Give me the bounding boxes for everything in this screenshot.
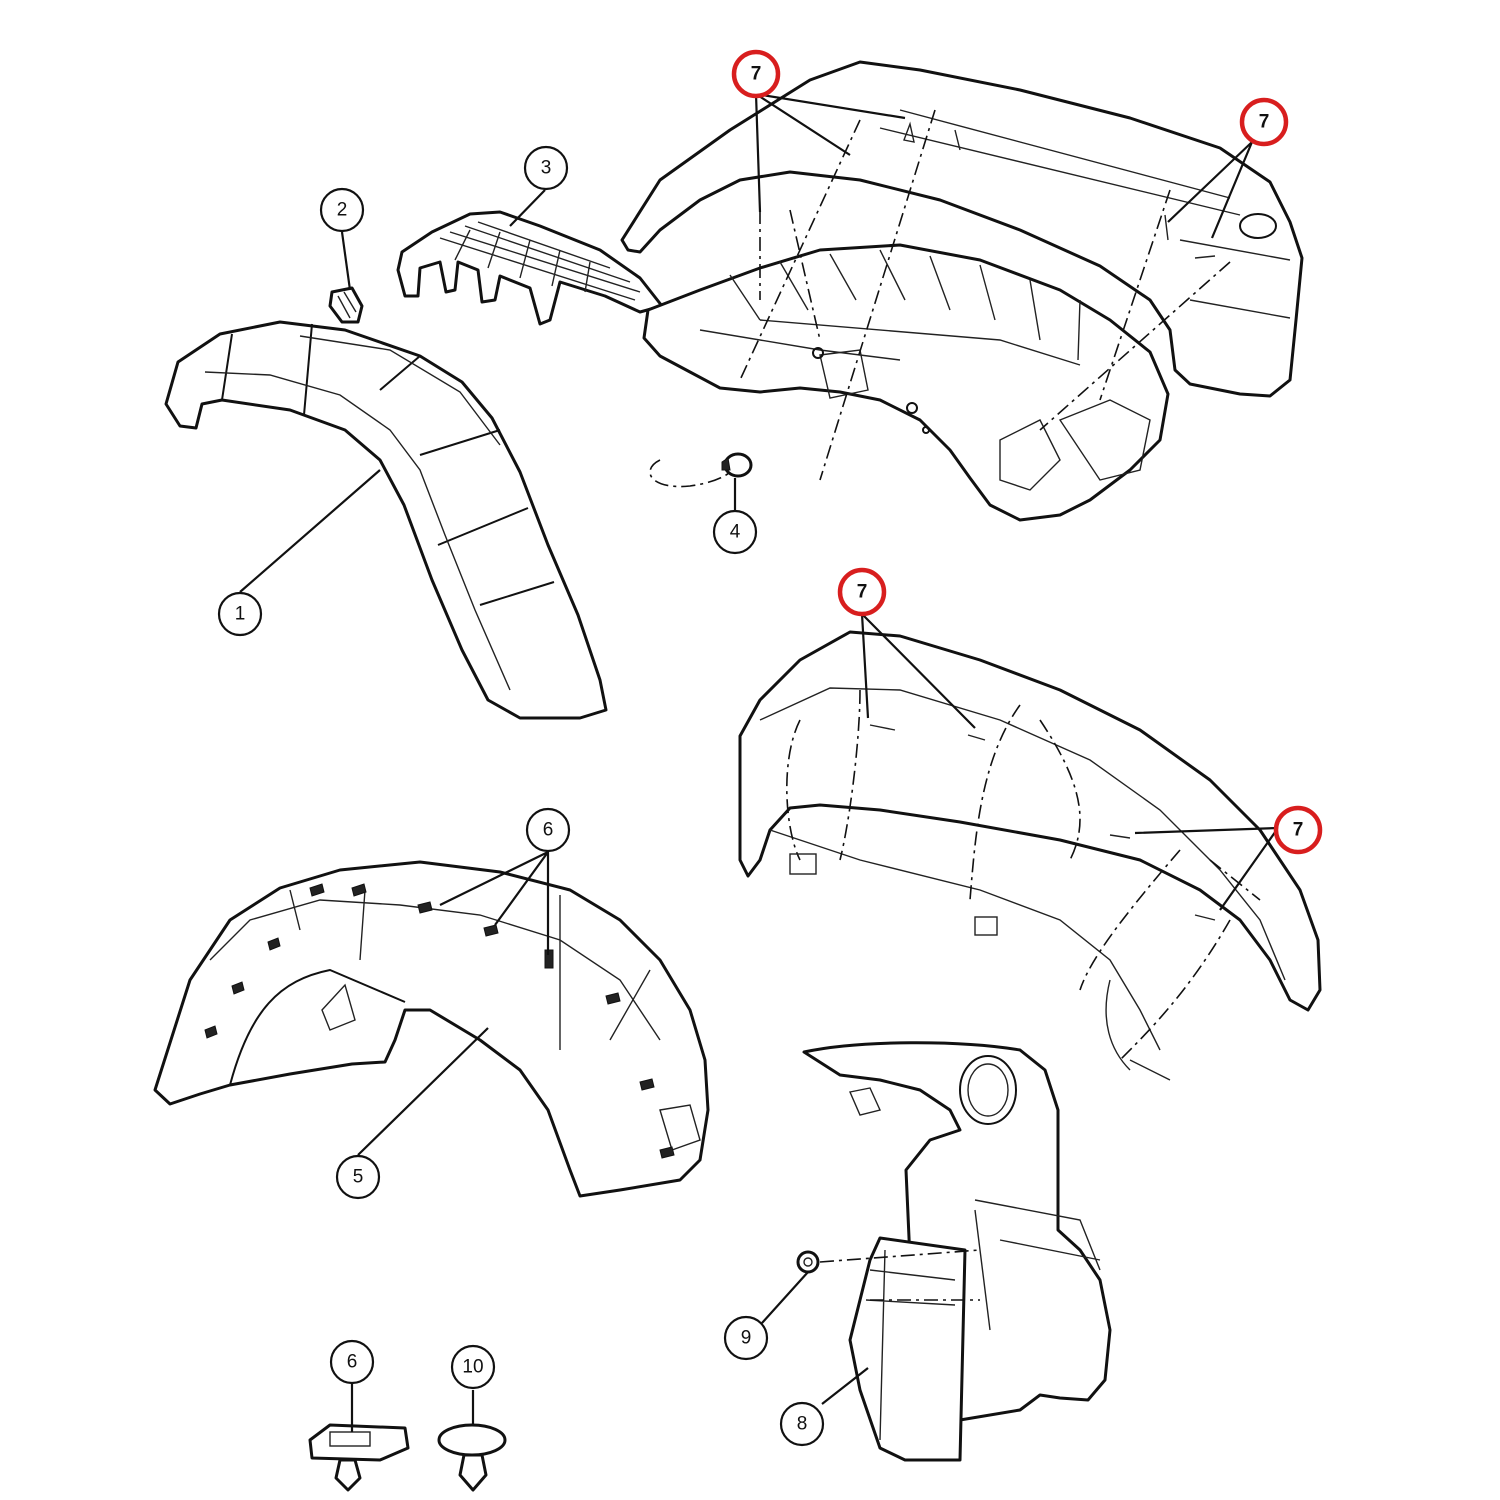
part-3-bumper-support-bracket [396, 210, 664, 326]
callout-7-top-right: 7 [1239, 97, 1289, 147]
callout-1: 1 [217, 591, 263, 637]
callout-9: 9 [723, 1315, 769, 1361]
part-6-clip-detail [308, 1423, 410, 1492]
callout-7-middle-right: 7 [1273, 805, 1323, 855]
callout-7-middle-left: 7 [837, 567, 887, 617]
callout-4-circle [712, 509, 758, 555]
callout-10: 10 [450, 1344, 496, 1390]
callout-3-circle [523, 145, 569, 191]
callout-7-highlight-circle [1273, 805, 1323, 855]
callout-8-label: 8 [797, 1414, 808, 1435]
callout-2-label: 2 [337, 200, 348, 221]
callout-1-label: 1 [235, 604, 246, 625]
callout-10-label: 10 [462, 1357, 483, 1378]
callout-7-label: 7 [857, 582, 868, 603]
callout-5-circle [335, 1154, 381, 1200]
part-9-nut [796, 1250, 820, 1274]
callout-4: 4 [712, 509, 758, 555]
callout-6-circle [525, 807, 571, 853]
part-4-plug [721, 452, 753, 478]
callout-8-circle [779, 1401, 825, 1447]
callout-2: 2 [319, 187, 365, 233]
part-5-rear-fender-flare [153, 860, 710, 1198]
callout-7-highlight-circle [837, 567, 887, 617]
rear-bumper-assembly [738, 630, 1322, 1081]
bumper-end-closeup [796, 1041, 1112, 1462]
callout-7-highlight-circle [1239, 97, 1289, 147]
part-10-push-pin [437, 1423, 507, 1492]
callout-10-circle [450, 1344, 496, 1390]
callout-5: 5 [335, 1154, 381, 1200]
front-bumper-assembly [620, 60, 1304, 522]
fastener-stud [903, 121, 1216, 259]
part-2-retainer-clip [328, 286, 364, 324]
callout-7-label: 7 [751, 64, 762, 85]
callout-6-clip-label: 6 [347, 1352, 358, 1373]
callout-7-highlight-circle [731, 49, 781, 99]
callout-6-clip-circle [329, 1339, 375, 1385]
callout-6-clip: 6 [329, 1339, 375, 1385]
callout-1-circle [217, 591, 263, 637]
callout-7-label: 7 [1259, 112, 1270, 133]
callout-6-label: 6 [543, 820, 554, 841]
callout-3-label: 3 [541, 158, 552, 179]
callout-7-top-left: 7 [731, 49, 781, 99]
callout-9-label: 9 [741, 1328, 752, 1349]
leader-lines [239, 92, 1279, 1432]
callout-8: 8 [779, 1401, 825, 1447]
part-1-front-fender-flare [164, 320, 608, 720]
callout-4-label: 4 [730, 522, 741, 543]
callout-9-circle [723, 1315, 769, 1361]
callout-2-circle [319, 187, 365, 233]
callout-6-flare: 6 [525, 807, 571, 853]
callout-5-label: 5 [353, 1167, 364, 1188]
callout-7-label: 7 [1293, 820, 1304, 841]
callout-3: 3 [523, 145, 569, 191]
